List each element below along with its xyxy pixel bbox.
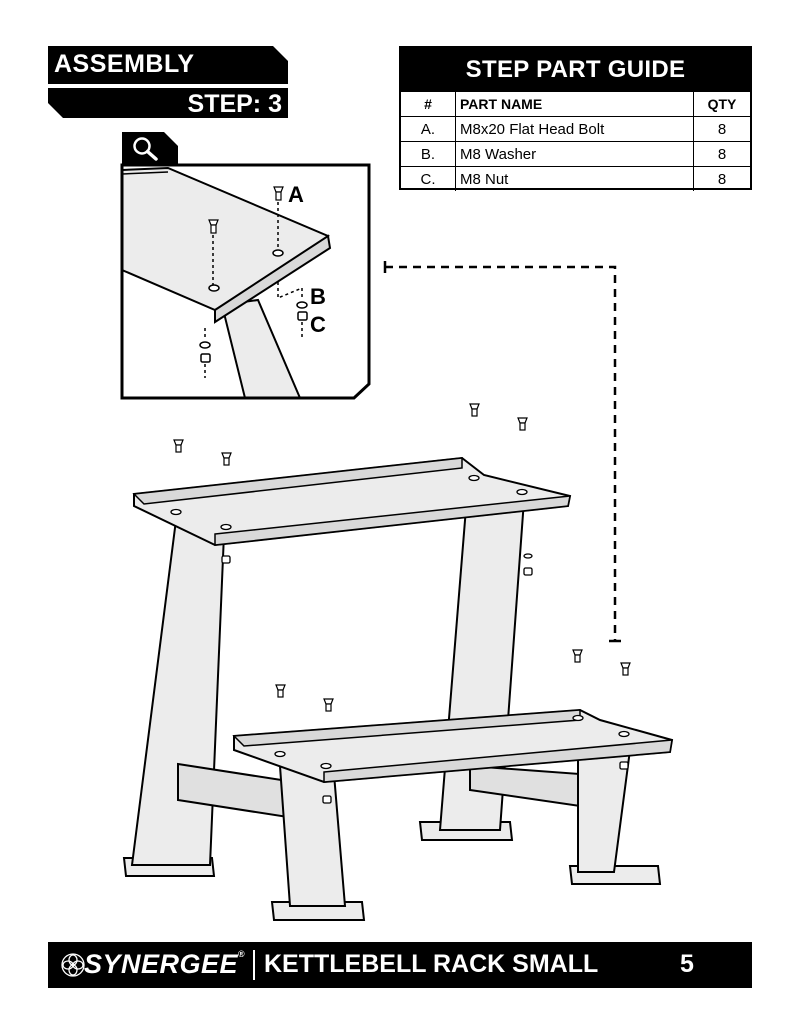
rack-assembly-illustration xyxy=(122,261,674,921)
assembly-title: ASSEMBLY xyxy=(54,50,195,78)
callout-label-b: B xyxy=(310,284,326,309)
callout-label-c: C xyxy=(310,312,326,337)
part-name: M8x20 Flat Head Bolt xyxy=(455,116,694,142)
nut-c-icon xyxy=(297,311,308,321)
part-name: M8 Washer xyxy=(455,141,694,167)
footer-divider xyxy=(253,950,255,980)
assembly-title-bar xyxy=(48,46,288,84)
table-row: B. M8 Washer 8 xyxy=(401,141,750,167)
part-qty: 8 xyxy=(693,116,750,142)
zoom-leader-line xyxy=(383,261,621,643)
column-header-number: # xyxy=(401,92,456,117)
column-header-part-name: PART NAME xyxy=(455,92,694,117)
washers-and-nuts xyxy=(221,553,629,804)
assembly-step-header: ASSEMBLY STEP: 3 xyxy=(48,46,288,118)
part-id: B. xyxy=(401,141,456,167)
synergee-logo-icon xyxy=(61,953,85,977)
zoom-detail-illustration: A B C xyxy=(120,163,371,400)
part-guide-title: STEP PART GUIDE xyxy=(401,48,750,92)
table-header-row: # PART NAME QTY xyxy=(401,92,750,117)
brand-name: SYNERGEE® xyxy=(84,949,246,979)
part-guide-table: # PART NAME QTY A. M8x20 Flat Head Bolt … xyxy=(401,92,750,191)
step-label-bar xyxy=(48,88,288,118)
table-row: A. M8x20 Flat Head Bolt 8 xyxy=(401,116,750,142)
part-qty: 8 xyxy=(693,166,750,191)
loose-bolts xyxy=(173,403,631,712)
column-header-qty: QTY xyxy=(693,92,750,117)
part-id: A. xyxy=(401,116,456,142)
part-id: C. xyxy=(401,166,456,191)
callout-label-a: A xyxy=(288,182,304,207)
page-number: 5 xyxy=(680,950,694,978)
product-name: KETTLEBELL RACK SMALL xyxy=(264,950,599,978)
step-part-guide: STEP PART GUIDE # PART NAME QTY A. M8x20… xyxy=(399,46,752,191)
bolt-a-icon xyxy=(273,186,284,201)
part-qty: 8 xyxy=(693,141,750,167)
step-label: STEP: 3 xyxy=(187,90,282,118)
magnifier-icon xyxy=(133,137,158,161)
washer-b-icon xyxy=(296,301,308,309)
footer-bar: SYNERGEE® KETTLEBELL RACK SMALL 5 xyxy=(48,942,752,988)
part-name: M8 Nut xyxy=(455,166,694,191)
table-row: C. M8 Nut 8 xyxy=(401,166,750,191)
